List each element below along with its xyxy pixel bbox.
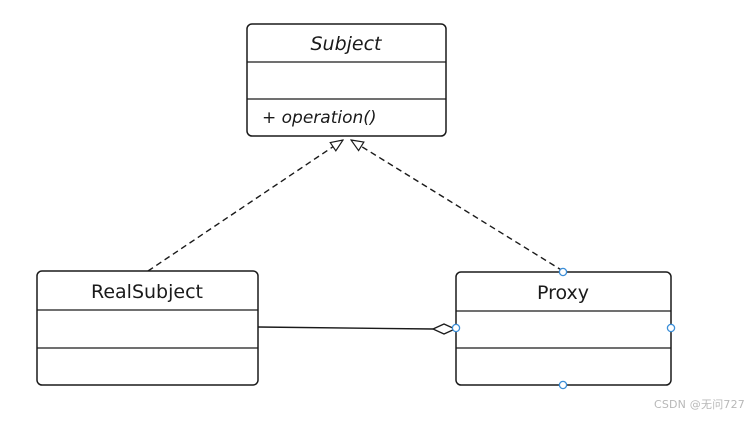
- class-subject-name: Subject: [310, 33, 383, 55]
- aggregation-line: [257, 326, 434, 330]
- realization-line-proxy-subject: [351, 140, 564, 272]
- class-realsubject[interactable]: RealSubject: [36, 270, 259, 386]
- watermark: CSDN @无问727: [653, 398, 745, 411]
- class-subject[interactable]: Subject + operation(): [246, 23, 447, 137]
- selection-handle-left[interactable]: [451, 323, 461, 333]
- class-subject-box: [246, 23, 447, 137]
- class-proxy[interactable]: Proxy: [451, 267, 676, 390]
- realization-line-realsubject-subject: [147, 140, 343, 272]
- selection-handle-top[interactable]: [558, 267, 568, 277]
- aggregation-diamond: [431, 323, 457, 335]
- class-realsubject-box: [36, 270, 259, 386]
- class-proxy-name: Proxy: [537, 282, 589, 304]
- selection-handle-right[interactable]: [666, 323, 676, 333]
- selection-handle-bottom[interactable]: [558, 380, 568, 390]
- class-realsubject-name: RealSubject: [91, 281, 203, 303]
- class-subject-operation: + operation(): [262, 108, 377, 128]
